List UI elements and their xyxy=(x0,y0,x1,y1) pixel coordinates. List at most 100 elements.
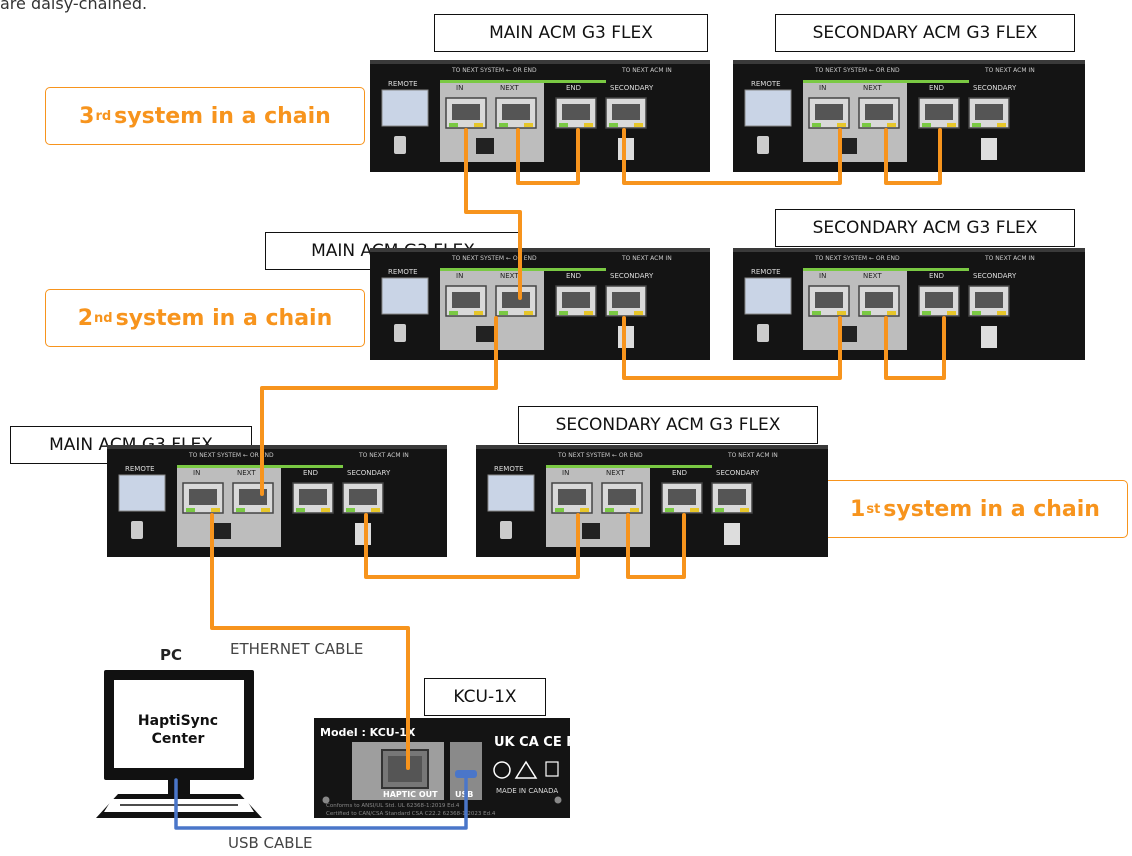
row2-main-acm-port-next-led-amber xyxy=(524,311,533,315)
row2-secondary-acm-to-next-system-text: TO NEXT SYSTEM ← OR END xyxy=(814,255,900,262)
row1-secondary-acm-port-end-led-green xyxy=(665,508,674,512)
row3-secondary-acm-end-label: END xyxy=(929,84,944,92)
row1-secondary-acm-to-next-system-text: TO NEXT SYSTEM ← OR END xyxy=(557,452,643,459)
row1-secondary-acm-body xyxy=(476,445,828,557)
row3-secondary-acm-port-next-frame xyxy=(858,97,900,129)
row3-main-acm-port-in-led-amber xyxy=(474,123,483,127)
row2-main-acm-port-in-jack xyxy=(452,292,480,308)
row2-secondary-acm-port-in-led-amber xyxy=(837,311,846,315)
row1-secondary-acm-port-secondary-jack xyxy=(718,489,746,505)
row2-secondary-acm-next-label: NEXT xyxy=(863,272,882,280)
row3-secondary-acm-body xyxy=(733,60,1085,172)
row2-main-acm-port-end-jack xyxy=(562,292,590,308)
row1-secondary-acm-next-label: NEXT xyxy=(606,469,625,477)
row2-main-acm-in-label: IN xyxy=(456,272,463,280)
chain-first-suffix: st xyxy=(866,501,881,517)
row1-main-acm-port-next-frame xyxy=(232,482,274,514)
row3-secondary-acm-port-next-led-green xyxy=(862,123,871,127)
row3-secondary-acm-port-in-frame xyxy=(808,97,850,129)
row3-main-acm-to-next-acm-text: TO NEXT ACM IN xyxy=(621,67,672,74)
row2-secondary-acm-port-in xyxy=(808,285,850,317)
chain-first-ordinal: 1 xyxy=(850,496,866,522)
cable-row3-next-end-loop xyxy=(516,128,580,185)
row1-main-acm-next-label: NEXT xyxy=(237,469,256,477)
row1-secondary-label: SECONDARY ACM G3 FLEX xyxy=(518,406,818,444)
row1-main-acm-port-in-led-amber xyxy=(211,508,220,512)
pc-screen-text: HaptiSync Center xyxy=(118,712,238,748)
row3-secondary-label: SECONDARY ACM G3 FLEX xyxy=(775,14,1075,52)
row1-main-acm-port-next-jack xyxy=(239,489,267,505)
pc-keyboard xyxy=(104,799,254,812)
kcu-cert1-text: Conforms to ANSI/UL Std. UL 62368-1:2019… xyxy=(326,803,460,809)
pc-label: PC xyxy=(160,646,183,664)
kcu-haptic-out-text: HAPTIC OUT xyxy=(383,790,438,799)
row1-main-acm-port-end-frame xyxy=(292,482,334,514)
row2-main-acm-port-next xyxy=(495,285,537,317)
row1-main-acm-port-in-jack xyxy=(189,489,217,505)
row2-secondary-acm-port-next xyxy=(858,285,900,317)
row3-secondary-acm-port-secondary-led-amber xyxy=(997,123,1006,127)
kcu-cert2-text: Certified to CAN/CSA Standard CSA C22.2 … xyxy=(326,811,496,817)
row2-secondary-acm-port-in-jack xyxy=(815,292,843,308)
row1-secondary-acm-port-next-led-green xyxy=(605,508,614,512)
row3-main-acm-port-in xyxy=(445,97,487,129)
row1-main-acm-port-secondary xyxy=(342,482,384,514)
row3-secondary-acm-port-end-frame xyxy=(918,97,960,129)
row2-secondary-acm-secondary-label: SECONDARY xyxy=(973,272,1017,280)
row2-secondary-acm-green-bar xyxy=(803,268,969,271)
row2-secondary-acm-port-secondary-led-green xyxy=(972,311,981,315)
row3-main-acm-next-label: NEXT xyxy=(500,84,519,92)
row3-secondary-acm-port-end xyxy=(918,97,960,129)
usb-cable xyxy=(174,774,468,830)
row2-main-acm-port-end xyxy=(555,285,597,317)
row1-main-acm-remote-label: REMOTE xyxy=(125,465,155,473)
row1-main-acm-port-secondary-led-green xyxy=(346,508,355,512)
row1-main-acm-port-next-led-amber xyxy=(261,508,270,512)
row1-main-acm-port-end-jack xyxy=(299,489,327,505)
row3-main-acm-port-panel xyxy=(440,80,544,162)
row2-main-acm-port-secondary-led-green xyxy=(609,311,618,315)
row3-main-acm-to-next-system-text: TO NEXT SYSTEM ← OR END xyxy=(451,67,537,74)
row1-secondary-acm-port-in-led-green xyxy=(555,508,564,512)
row3-main-acm-port-in-led-green xyxy=(449,123,458,127)
row2-main-acm-next-label: NEXT xyxy=(500,272,519,280)
row3-main-acm-port-next-jack xyxy=(502,104,530,120)
pc-screen-line1: HaptiSync xyxy=(137,713,219,729)
row3-secondary-acm-port-secondary-jack xyxy=(975,104,1003,120)
row2-secondary-acm-port-secondary-led-amber xyxy=(997,311,1006,315)
row2-secondary-acm-top-edge xyxy=(733,248,1085,252)
row1-main-acm-green-bar xyxy=(177,465,343,468)
row1-secondary-acm-secondary-label: SECONDARY xyxy=(716,469,760,477)
row3-secondary-acm-secondary-label: SECONDARY xyxy=(973,84,1017,92)
kcu-weee-icon xyxy=(545,761,559,777)
row2-secondary-acm-port-end-jack xyxy=(925,292,953,308)
row1-secondary-acm-port-next-led-amber xyxy=(630,508,639,512)
row3-main-acm-port-secondary-led-amber xyxy=(634,123,643,127)
row3-secondary-acm-remote-icon xyxy=(757,136,769,154)
cable-row3-in-to-row2-next xyxy=(464,128,522,300)
row2-main-acm-port-in-led-amber xyxy=(474,311,483,315)
row2-main-acm-haptic-icon xyxy=(476,326,494,342)
chain-third-ordinal: 3 xyxy=(79,103,95,129)
row3-main-acm-in-label: IN xyxy=(456,84,463,92)
row3-secondary-acm-port-end-led-amber xyxy=(947,123,956,127)
row3-secondary-acm-in-label: IN xyxy=(819,84,826,92)
kcu-etl-icon xyxy=(493,761,511,779)
row2-main-acm-port-in xyxy=(445,285,487,317)
row1-main-label: MAIN ACM G3 FLEX xyxy=(10,426,252,464)
cable-row2-secondary-link xyxy=(622,316,842,380)
row3-main-acm-port-next-led-green xyxy=(499,123,508,127)
kcu-screw-right xyxy=(554,796,562,804)
kcu-haptic-port xyxy=(381,749,429,789)
row1-main-acm-port-end xyxy=(292,482,334,514)
row1-secondary-acm-remote-icon xyxy=(500,521,512,539)
row1-main-acm-port-next xyxy=(232,482,274,514)
row3-main-acm-port-in-frame xyxy=(445,97,487,129)
row1-secondary-acm-port-secondary-frame xyxy=(711,482,753,514)
row1-main-acm-end-label: END xyxy=(303,469,318,477)
row3-main-acm-haptic-icon xyxy=(476,138,494,154)
row3-secondary-acm-port-end-jack xyxy=(925,104,953,120)
row2-main-acm-port-end-frame xyxy=(555,285,597,317)
